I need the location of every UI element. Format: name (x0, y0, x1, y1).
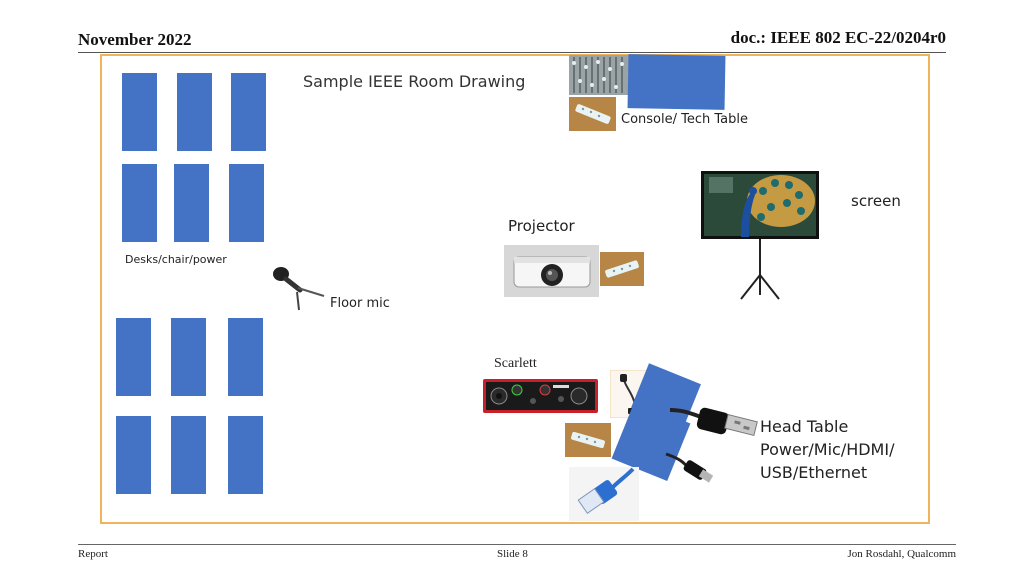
slide-number: Slide 8 (497, 548, 528, 560)
usb-cable-icon (669, 407, 758, 437)
footer-divider (78, 544, 956, 545)
desk (171, 416, 206, 494)
scarlett-label: Scarlett (494, 356, 537, 371)
desk (177, 73, 212, 151)
hdmi-cable-icon (665, 452, 714, 483)
desk (122, 164, 157, 242)
audio-interface-icon (483, 379, 598, 413)
desk (229, 164, 264, 242)
diagram-title: Sample IEEE Room Drawing (303, 72, 526, 91)
ethernet-cable-icon (569, 467, 639, 521)
desk (174, 164, 209, 242)
desk (231, 73, 266, 151)
mixing-console-icon (569, 55, 629, 95)
projection-screen-icon (701, 171, 819, 300)
head-table-line: Power/Mic/HDMI/ (760, 440, 895, 459)
console-label: Console/ Tech Table (621, 112, 748, 127)
floor-mic-label: Floor mic (330, 296, 390, 311)
header-date: November 2022 (78, 30, 192, 49)
desk (171, 318, 206, 396)
projector-label: Projector (508, 217, 575, 235)
screen-label: screen (851, 192, 901, 210)
head-table-line: Head Table (760, 417, 849, 436)
room-frame (100, 54, 930, 524)
head-table-label: Head Table Power/Mic/HDMI/ USB/Ethernet (760, 415, 894, 484)
footer-left: Report (78, 548, 108, 560)
desks-label: Desks/chair/power (125, 253, 227, 266)
footer-author: Jon Rosdahl, Qualcomm (847, 548, 956, 560)
power-strip-icon (565, 423, 611, 457)
desk (228, 318, 263, 396)
desk (122, 73, 157, 151)
desk (228, 416, 263, 494)
desk (116, 416, 151, 494)
head-table-line: USB/Ethernet (760, 463, 868, 482)
floor-mic-icon (273, 267, 325, 311)
desk (116, 318, 151, 396)
projector-icon (504, 245, 599, 297)
power-strip-icon (569, 97, 616, 131)
power-strip-icon (600, 252, 644, 286)
console-table (627, 54, 726, 110)
header-doc-id: doc.: IEEE 802 EC-22/0204r0 (730, 28, 946, 47)
header-divider (78, 52, 946, 53)
